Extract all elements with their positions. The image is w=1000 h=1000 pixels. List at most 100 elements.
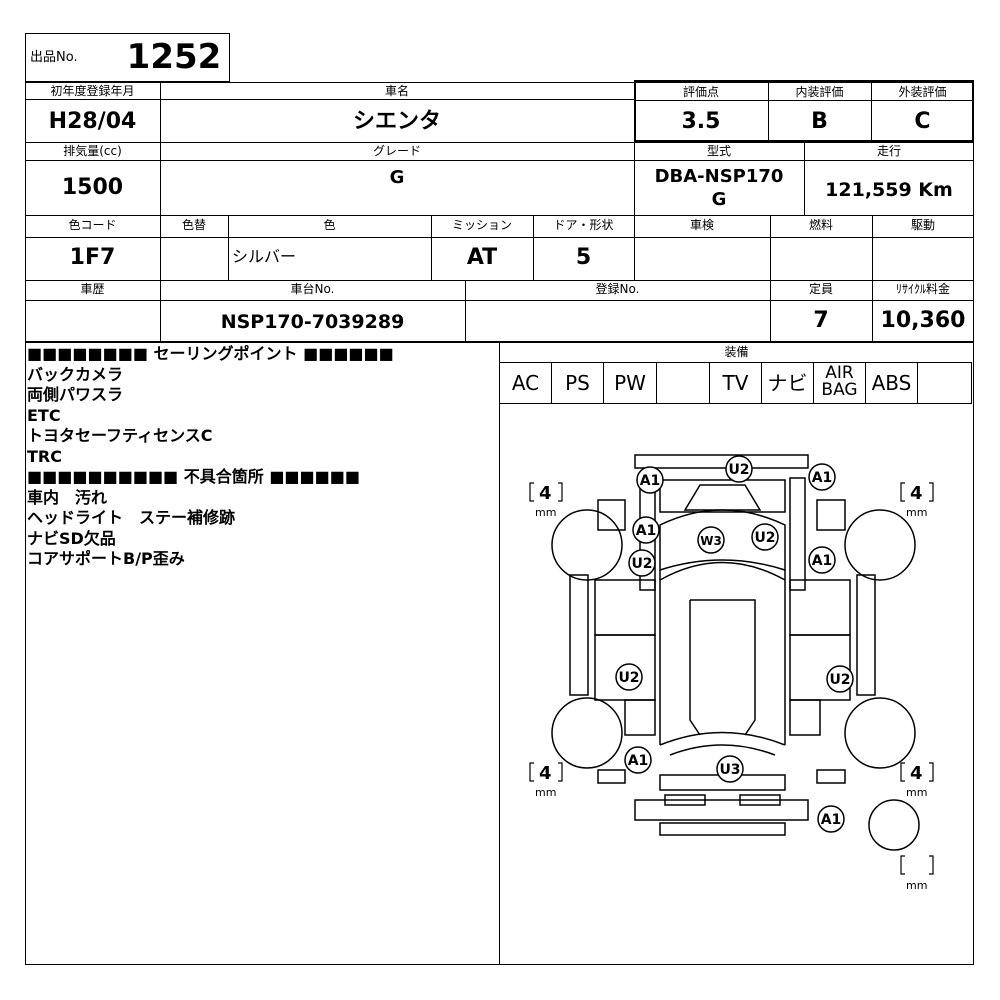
grid-line bbox=[533, 215, 534, 280]
damage-mark: A1 bbox=[812, 470, 833, 486]
notes-area: ■■■■■■■■ セーリングポイント ■■■■■■ バックカメラ 両側パワスラ … bbox=[27, 344, 497, 570]
grid-line bbox=[25, 300, 974, 301]
grid-line bbox=[465, 280, 466, 342]
fuel-label: 燃料 bbox=[808, 218, 833, 232]
reg-year-value: H28/04 bbox=[48, 109, 137, 134]
unit-mm: mm bbox=[906, 786, 927, 799]
grid-line bbox=[871, 82, 872, 142]
recycle-value: 10,360 bbox=[880, 308, 966, 333]
damage-mark: U2 bbox=[754, 530, 775, 546]
car-name-value: シエンタ bbox=[352, 109, 441, 134]
equipment-label: 装備 bbox=[724, 345, 749, 359]
wheel-rear-left bbox=[551, 697, 623, 769]
doors-value: 5 bbox=[575, 245, 592, 270]
grid-line bbox=[25, 237, 974, 238]
grid-line bbox=[25, 142, 974, 143]
damage-mark: U2 bbox=[631, 556, 652, 572]
damage-mark: A1 bbox=[812, 553, 833, 569]
damage-mark: A1 bbox=[628, 753, 649, 769]
damage-mark: U3 bbox=[719, 762, 740, 778]
chassis-value: NSP170-7039289 bbox=[220, 311, 405, 333]
grade-label: グレード bbox=[372, 144, 421, 158]
equip-airbag: AIR BAG bbox=[814, 363, 866, 403]
capacity-label: 定員 bbox=[808, 282, 833, 296]
wheel-front-right bbox=[844, 509, 916, 581]
selling-point: バックカメラ bbox=[27, 364, 124, 384]
selling-point: 両側パワスラ bbox=[27, 385, 124, 404]
chassis-label: 車台No. bbox=[290, 282, 335, 296]
damage-mark: W3 bbox=[700, 534, 722, 548]
equip-blank2 bbox=[918, 363, 972, 403]
lot-number: 1252 bbox=[126, 37, 222, 77]
grid-line bbox=[804, 142, 805, 215]
wheel-spare bbox=[868, 799, 920, 851]
grid-line bbox=[770, 215, 771, 342]
grid-line bbox=[431, 215, 432, 280]
equip-abs: ABS bbox=[866, 363, 918, 403]
unit-mm: mm bbox=[535, 786, 556, 799]
capacity-value: 7 bbox=[813, 308, 829, 333]
color-label: 色 bbox=[323, 218, 336, 232]
model-value-2: G bbox=[711, 189, 727, 210]
defect-item: コアサポートB/P歪み bbox=[27, 549, 185, 568]
selling-header: ■■■■■■■■ セーリングポイント ■■■■■■ bbox=[27, 344, 394, 363]
lot-box bbox=[25, 33, 230, 82]
equip-tv: TV bbox=[710, 363, 762, 403]
score-value: 3.5 bbox=[681, 109, 721, 134]
grid-line bbox=[634, 215, 635, 280]
grid-line bbox=[25, 99, 635, 100]
equip-ac: AC bbox=[500, 363, 552, 403]
grid-line bbox=[634, 142, 635, 215]
tread-rl: 4 bbox=[539, 763, 552, 784]
unit-mm: mm bbox=[906, 506, 927, 519]
damage-mark: A1 bbox=[640, 473, 661, 489]
recycle-label: ﾘｻｲｸﾙ料金 bbox=[895, 282, 950, 296]
mileage-label: 走行 bbox=[876, 144, 901, 158]
defects-header: ■■■■■■■■■■ 不具合箇所 ■■■■■■ bbox=[27, 467, 361, 486]
spec-grid bbox=[25, 82, 974, 342]
equip-navi: ナビ bbox=[762, 363, 814, 403]
displacement-label: 排気量(cc) bbox=[63, 144, 122, 158]
registration-label: 登録No. bbox=[595, 282, 640, 296]
inspection-label: 車検 bbox=[689, 218, 714, 232]
grid-line bbox=[499, 342, 500, 965]
color-code-value: 1F7 bbox=[69, 245, 116, 270]
tread-rr: 4 bbox=[910, 763, 923, 784]
equip-ps: PS bbox=[552, 363, 604, 403]
damage-mark: A1 bbox=[821, 812, 842, 828]
selling-point: トヨタセーフティセンスC bbox=[27, 426, 213, 445]
transmission-label: ミッション bbox=[451, 218, 512, 232]
color-value: シルバー bbox=[232, 247, 297, 266]
rating-box bbox=[634, 80, 974, 142]
model-label: 型式 bbox=[706, 144, 731, 158]
tread-fr: 4 bbox=[910, 483, 923, 504]
grid-line bbox=[228, 215, 229, 280]
defect-item: 車内 汚れ bbox=[27, 487, 108, 507]
grid-line bbox=[634, 100, 974, 101]
grade-value: G bbox=[389, 167, 405, 188]
selling-point: ETC bbox=[27, 405, 61, 425]
reg-year-label: 初年度登録年月 bbox=[50, 84, 135, 98]
grid-line bbox=[25, 160, 974, 161]
exterior-value: C bbox=[914, 109, 931, 134]
grid-line bbox=[25, 215, 974, 216]
damage-mark: U2 bbox=[829, 672, 850, 688]
equip-airbag-line2: BAG bbox=[821, 380, 858, 400]
displacement-value: 1500 bbox=[61, 175, 124, 200]
mileage-value: 121,559 Km bbox=[825, 179, 953, 201]
wheel-front-left bbox=[551, 509, 623, 581]
interior-value: B bbox=[811, 109, 828, 134]
damage-mark: U2 bbox=[618, 670, 639, 686]
defect-item: ナビSD欠品 bbox=[27, 528, 116, 548]
damage-mark: A1 bbox=[636, 523, 657, 539]
interior-label: 内装評価 bbox=[795, 85, 844, 99]
grid-line bbox=[160, 82, 161, 342]
damage-mark: U2 bbox=[728, 462, 749, 478]
equip-pw: PW bbox=[604, 363, 657, 403]
grid-line bbox=[768, 82, 769, 142]
exterior-label: 外装評価 bbox=[898, 85, 947, 99]
unit-mm: mm bbox=[906, 879, 927, 892]
car-name-label: 車名 bbox=[384, 84, 409, 98]
transmission-value: AT bbox=[466, 245, 498, 270]
